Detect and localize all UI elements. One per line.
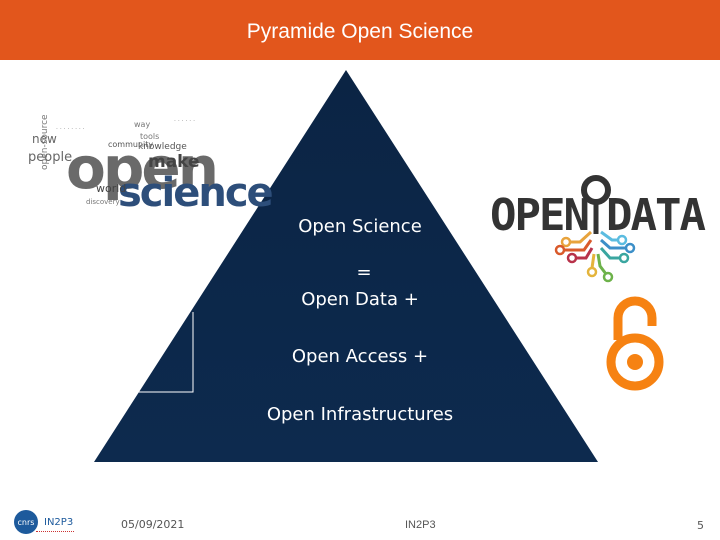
footer-org-label: IN2P3: [44, 517, 74, 528]
slide-title: Pyramide Open Science: [246, 20, 474, 43]
page-number: 5: [697, 519, 704, 532]
pyramid-line-open-infrastructures: Open Infrastructures: [266, 404, 454, 425]
open-access-lock-icon: [606, 296, 664, 391]
cnrs-logo: cnrs: [14, 510, 38, 534]
open-science-wordcloud-icon: open science people make world community…: [28, 114, 274, 216]
pyramid-line-equals: =: [356, 262, 372, 283]
header-bar: Pyramide Open Science: [0, 0, 720, 60]
pyramid-line-open-science: Open Science: [298, 216, 422, 237]
svg-text:cnrs: cnrs: [18, 518, 35, 527]
footer-date: 05/09/2021: [121, 518, 185, 531]
pyramid-line-open-access: Open Access +: [291, 346, 429, 367]
open-data-logo: OPEN DATA: [488, 162, 706, 292]
footer-center-label: IN2P3: [405, 519, 436, 531]
pyramid-line-open-data: Open Data +: [301, 289, 419, 310]
footer-org-subline: [36, 531, 74, 534]
